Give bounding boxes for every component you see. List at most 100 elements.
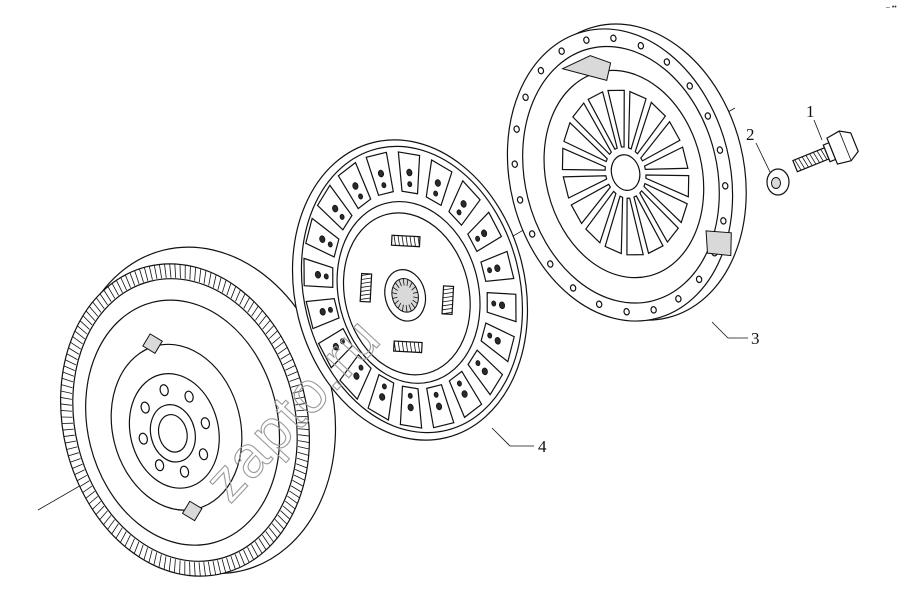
diaphragm-finger [604, 195, 624, 255]
rivet-hole [475, 360, 481, 367]
leader-line-3 [711, 321, 748, 339]
bolt-hole [154, 459, 165, 472]
rivet-hole [353, 372, 360, 380]
rivet-hole [319, 235, 326, 243]
ring-gear-tooth [148, 549, 153, 563]
bolt-hole [140, 401, 150, 414]
diaphragm-finger [587, 90, 618, 151]
ring-gear-tooth [230, 556, 236, 570]
rivet-hole [323, 273, 329, 280]
spring-coil [442, 307, 453, 311]
ring-gear-tooth [287, 495, 298, 504]
ring-gear-tooth [184, 265, 186, 279]
ring-gear-tooth [292, 390, 304, 394]
thread-line [801, 156, 809, 168]
diaphragm-finger [627, 90, 647, 150]
ring-gear-tooth [217, 277, 222, 291]
clutch-disc [291, 139, 529, 441]
ring-gear-tooth [60, 410, 73, 412]
mounting-hole [610, 34, 617, 43]
diaphragm-finger [561, 147, 606, 171]
ring-gear-tooth [189, 266, 191, 280]
ring-gear-tooth [296, 457, 309, 463]
mounting-hole [528, 230, 536, 238]
mounting-hole [721, 182, 729, 190]
spline-tooth [402, 304, 404, 312]
rivet-hole [487, 267, 493, 274]
ring-gear-tooth [72, 336, 83, 345]
leader-line-4 [491, 427, 534, 447]
rivet-hole [381, 383, 387, 390]
mounting-hole [663, 58, 671, 66]
mounting-hole [513, 125, 520, 133]
ring-gear-tooth [61, 416, 73, 418]
spring-coil [417, 236, 420, 247]
rivet-hole [498, 301, 506, 310]
ring-gear-tooth [212, 561, 217, 575]
ring-gear-tooth [88, 306, 99, 317]
ring-gear-tooth [62, 428, 74, 431]
mounting-hole [650, 306, 657, 314]
spline-tooth [394, 300, 399, 305]
ring-gear-tooth [61, 422, 74, 424]
ring-gear-tooth [258, 315, 267, 325]
ring-gear-tooth [82, 485, 93, 493]
flywheel-dowel-slot-bottom [181, 500, 203, 522]
bolt-hole [159, 384, 169, 397]
ring-gear-tooth [282, 505, 293, 515]
ring-gear-tooth [296, 463, 308, 469]
ring-gear-tooth [277, 514, 288, 525]
spline-tooth [412, 299, 418, 304]
spring-coil [360, 289, 371, 292]
ring-gear-tooth [124, 535, 131, 547]
ring-gear-tooth [193, 562, 196, 577]
ring-gear-tooth [251, 544, 259, 557]
ring-gear-tooth [107, 286, 116, 299]
ring-gear-tooth [295, 403, 307, 406]
spring-coil [360, 297, 371, 300]
ring-gear-tooth [293, 396, 305, 400]
diaphragm-finger [634, 101, 667, 155]
ring-gear-tooth [63, 365, 75, 371]
spring-coil [401, 341, 405, 352]
spring-coil [361, 273, 372, 276]
ring-gear-tooth [60, 403, 72, 406]
ring-gear-tooth [115, 527, 123, 539]
rivet-hole [327, 241, 333, 248]
spline-tooth [392, 286, 398, 291]
ring-gear-tooth [92, 501, 102, 510]
rivet-hole [327, 306, 333, 313]
mounting-hole [522, 93, 529, 102]
rivet-hole [407, 392, 413, 399]
ring-gear-tooth [226, 282, 232, 296]
ring-gear-tooth [65, 440, 77, 444]
ring-gear-tooth [280, 510, 291, 520]
diaphragm-finger [645, 174, 690, 198]
ring-gear-tooth [107, 519, 115, 530]
mounting-hole [720, 217, 727, 225]
ring-gear-tooth [153, 265, 158, 279]
spring-coil [360, 285, 372, 288]
spring-coil [443, 292, 454, 295]
ring-gear-tooth [72, 463, 83, 469]
ring-gear-tooth [290, 485, 302, 493]
ring-gear-tooth [265, 325, 275, 335]
ring-gear-tooth [169, 263, 172, 278]
flywheel-ring-gear-teeth [60, 263, 310, 577]
diaphragm-finger [572, 101, 613, 156]
leader-line-2 [755, 142, 771, 173]
spring-coil [405, 341, 409, 352]
spring-coil [413, 342, 416, 353]
spline-tooth [391, 292, 398, 295]
bolt-hole [179, 465, 190, 478]
spline-tooth [411, 286, 416, 291]
ring-gear-tooth [129, 272, 136, 286]
ring-gear-tooth [70, 341, 81, 350]
mounting-hole [558, 47, 565, 55]
mounting-hole [569, 284, 577, 292]
ring-gear-tooth [298, 434, 310, 437]
ring-gear-tooth [198, 562, 201, 577]
diaphragm-finger [562, 175, 608, 199]
ring-gear-tooth [82, 315, 93, 326]
rivet-hole [456, 380, 462, 387]
